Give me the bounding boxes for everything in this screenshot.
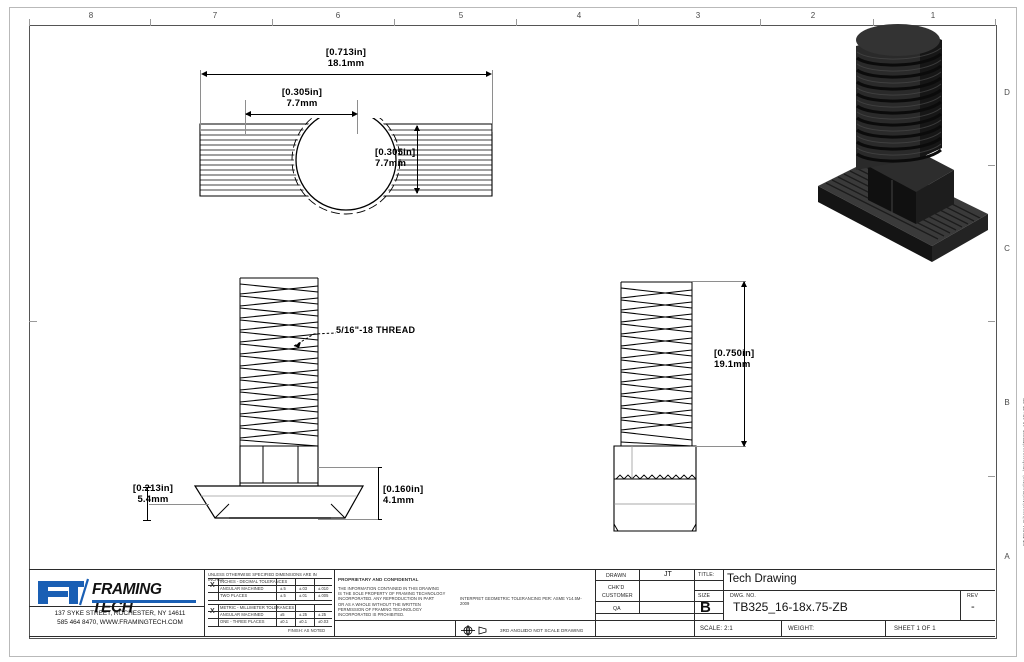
zone-label-right-a: A xyxy=(1004,552,1010,561)
rev-label: REV xyxy=(967,593,979,599)
dim-thread-length: [0.750in] 19.1mm xyxy=(714,348,790,370)
dwg-no-label: DWG. NO. xyxy=(730,593,756,599)
sheet-label: SHEET 1 OF 1 xyxy=(894,626,936,632)
ext-line-dia-right xyxy=(357,100,358,134)
zone-label-top-7: 7 xyxy=(212,11,218,20)
zone-label-right-d: D xyxy=(1004,88,1010,97)
isometric-view xyxy=(812,18,1002,278)
approval-value-drawn: JT xyxy=(664,571,672,578)
tol-metric-title: METRIC - MILLIMETER TOLERANCES xyxy=(220,605,295,610)
projection-label: 3RD ANGLE xyxy=(500,628,527,633)
approval-label-chkd: CHK'D xyxy=(608,585,625,591)
dim-thread-dia-mm: 7.7mm xyxy=(286,98,318,109)
scale-value: 2:1 xyxy=(724,626,733,632)
dim-line-thread-length xyxy=(744,282,745,446)
zone-label-top-2: 2 xyxy=(810,11,816,20)
drawing-title: Tech Drawing xyxy=(727,573,797,585)
dim-head-depth-mm: 7.7mm xyxy=(375,158,407,169)
dim-line-thread-dia xyxy=(246,114,356,115)
dim-head-depth: [0.305in] 7.7mm xyxy=(375,147,459,169)
address-line-2: 585 464 8470, WWW.FRAMINGTECH.COM xyxy=(57,618,183,626)
dim-head-height: [0.213in] 5.4mm xyxy=(120,483,186,505)
scale-row: SCALE: 2:1 xyxy=(700,626,733,632)
tol-inch-row2-label: TWO PLACES xyxy=(220,593,248,598)
weight-label: WEIGHT: xyxy=(788,626,815,632)
approval-label-drawn: DRAWN xyxy=(606,573,627,579)
sheet-border-outer xyxy=(9,7,1017,657)
dim-flange-thickness: [0.160in] 4.1mm xyxy=(383,484,449,506)
rev-value: - xyxy=(971,601,975,613)
zone-label-right-c: C xyxy=(1004,244,1010,253)
interpret-geometric-note: INTERPRET GEOMETRIC TOLERANCING PER: ASM… xyxy=(460,596,582,607)
dim-overall-width: [0.713in] 18.1mm xyxy=(216,47,476,69)
dim-thread-dia-inch: [0.305in] xyxy=(281,87,323,98)
ext-line-right xyxy=(492,70,493,132)
dim-thread-length-mm: 19.1mm xyxy=(714,359,751,370)
company-logo: FRAMING TECH xyxy=(36,577,202,616)
scale-label: SCALE: xyxy=(700,626,723,632)
dim-flange-thk-inch: [0.160in] xyxy=(383,484,424,495)
zone-label-top-1: 1 xyxy=(930,11,936,20)
proprietary-body: THE INFORMATION CONTAINED IN THIS DRAWIN… xyxy=(338,586,446,618)
zone-label-top-5: 5 xyxy=(458,11,464,20)
company-name: FRAMING TECH xyxy=(92,581,162,616)
tol-inch-title: INCHES - DECIMAL TOLERANCES xyxy=(220,579,288,584)
dim-head-height-mm: 5.4mm xyxy=(137,494,169,505)
size-label: SIZE xyxy=(698,593,711,599)
dim-thread-dia: [0.305in] 7.7mm xyxy=(232,87,372,109)
address-line-1: 137 SYKE STREET, ROCHESTER, NY 14611 xyxy=(54,610,186,617)
dim-head-depth-inch: [0.305in] xyxy=(375,147,416,158)
do-not-scale-note: DO NOT SCALE DRAWING xyxy=(525,628,584,633)
zone-label-top-4: 4 xyxy=(576,11,582,20)
title-label: TITLE: xyxy=(698,572,715,578)
zone-label-right-b: B xyxy=(1004,398,1010,407)
ext-line-dia-left xyxy=(245,100,246,134)
projection-symbol xyxy=(459,624,499,642)
tol-inch-row1-label: ANGULAR MACHINED xyxy=(220,586,264,591)
dwg-no-value: TB325_16-18x.75-ZB xyxy=(733,600,848,614)
ext-line-left xyxy=(200,70,201,132)
tolerance-header: UNLESS OTHERWISE SPECIFIED DIMENSIONS AR… xyxy=(208,572,317,583)
approval-label-customer: CUSTOMER xyxy=(602,593,633,599)
dim-head-height-inch: [0.213in] xyxy=(132,483,174,494)
dim-overall-width-mm: 18.1mm xyxy=(327,58,365,69)
zone-label-top-6: 6 xyxy=(335,11,341,20)
sheet-border-inner xyxy=(29,25,997,639)
proprietary-heading: PROPRIETARY AND CONFIDENTIAL xyxy=(338,577,419,582)
callout-thread-spec: 5/16"-18 THREAD xyxy=(336,325,416,335)
finish-note: FINISH: AS NOTED xyxy=(288,628,326,633)
dim-overall-width-inch: [0.713in] xyxy=(325,47,367,58)
dim-line-head-depth xyxy=(417,126,418,193)
dim-line-overall-width xyxy=(203,74,489,75)
dim-line-flange-thk xyxy=(378,467,379,520)
zone-label-top-8: 8 xyxy=(88,11,94,20)
zone-label-top-3: 3 xyxy=(695,11,701,20)
size-value: B xyxy=(700,599,711,616)
dim-line-head-height xyxy=(147,487,148,521)
dim-flange-thk-mm: 4.1mm xyxy=(383,495,415,506)
company-address: 137 SYKE STREET, ROCHESTER, NY 14611 585… xyxy=(36,610,204,627)
dim-thread-length-inch: [0.750in] xyxy=(714,348,755,359)
approval-label-qa: QA xyxy=(613,606,621,612)
